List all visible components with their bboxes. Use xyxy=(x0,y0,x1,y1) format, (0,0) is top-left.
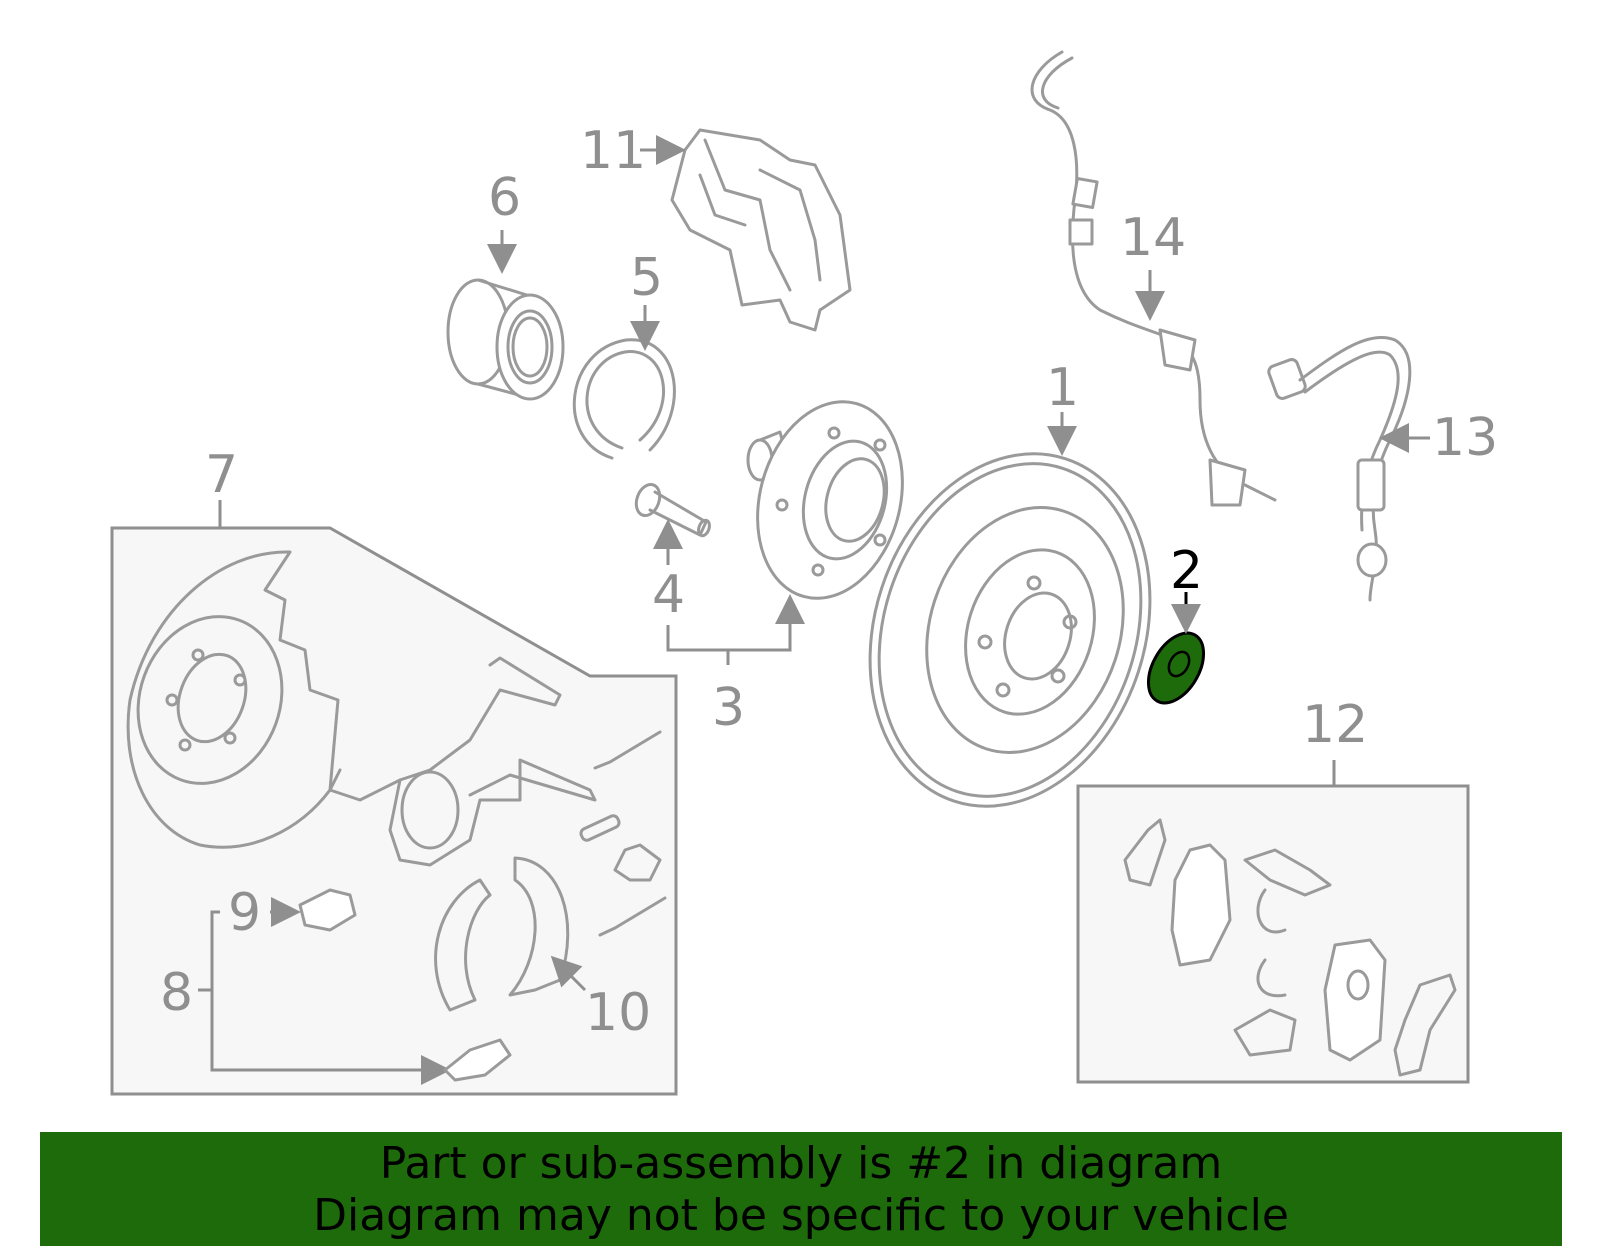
snap-ring xyxy=(572,305,676,460)
info-banner: Part or sub-assembly is #2 in diagram Di… xyxy=(40,1132,1562,1246)
label-part-13: 13 xyxy=(1432,408,1498,468)
label-part-4: 4 xyxy=(652,565,685,625)
brake-pad-kit-box xyxy=(1076,760,1470,1084)
label-part-3: 3 xyxy=(712,678,745,738)
parking-brake-lever xyxy=(328,656,597,867)
abs-sensor xyxy=(1030,50,1277,507)
brake-rotor xyxy=(868,452,1152,808)
label-part-9: 9 xyxy=(228,883,261,943)
label-part-7: 7 xyxy=(205,445,238,505)
label-part-10: 10 xyxy=(585,983,651,1043)
dust-shield xyxy=(126,550,340,849)
label-part-6: 6 xyxy=(488,168,521,228)
parking-brake-shoes xyxy=(434,856,587,1012)
banner-line-disclaimer: Diagram may not be specific to your vehi… xyxy=(313,1190,1289,1241)
brake-hose xyxy=(1267,335,1430,602)
label-part-12: 12 xyxy=(1302,695,1368,755)
adjuster-screw xyxy=(443,1038,512,1082)
label-part-11: 11 xyxy=(580,121,646,181)
return-springs xyxy=(579,730,667,937)
label-part-1: 1 xyxy=(1046,358,1079,418)
label-part-14: 14 xyxy=(1120,208,1186,268)
wheel-stud xyxy=(634,483,711,538)
label-part-5: 5 xyxy=(630,248,663,308)
label-part-8: 8 xyxy=(160,963,193,1023)
label-part-2: 2 xyxy=(1170,541,1203,601)
adjuster-cap xyxy=(270,888,357,932)
brake-caliper xyxy=(640,128,852,332)
brake-pads-and-clips xyxy=(1123,818,1457,1077)
wheel-hub xyxy=(746,400,904,600)
highlighted-part-seal xyxy=(1146,592,1206,705)
banner-line-part-info: Part or sub-assembly is #2 in diagram xyxy=(379,1138,1223,1189)
adjuster-leaders xyxy=(198,910,451,1085)
wheel-bearing xyxy=(446,230,565,401)
hub-leaders xyxy=(653,519,805,665)
